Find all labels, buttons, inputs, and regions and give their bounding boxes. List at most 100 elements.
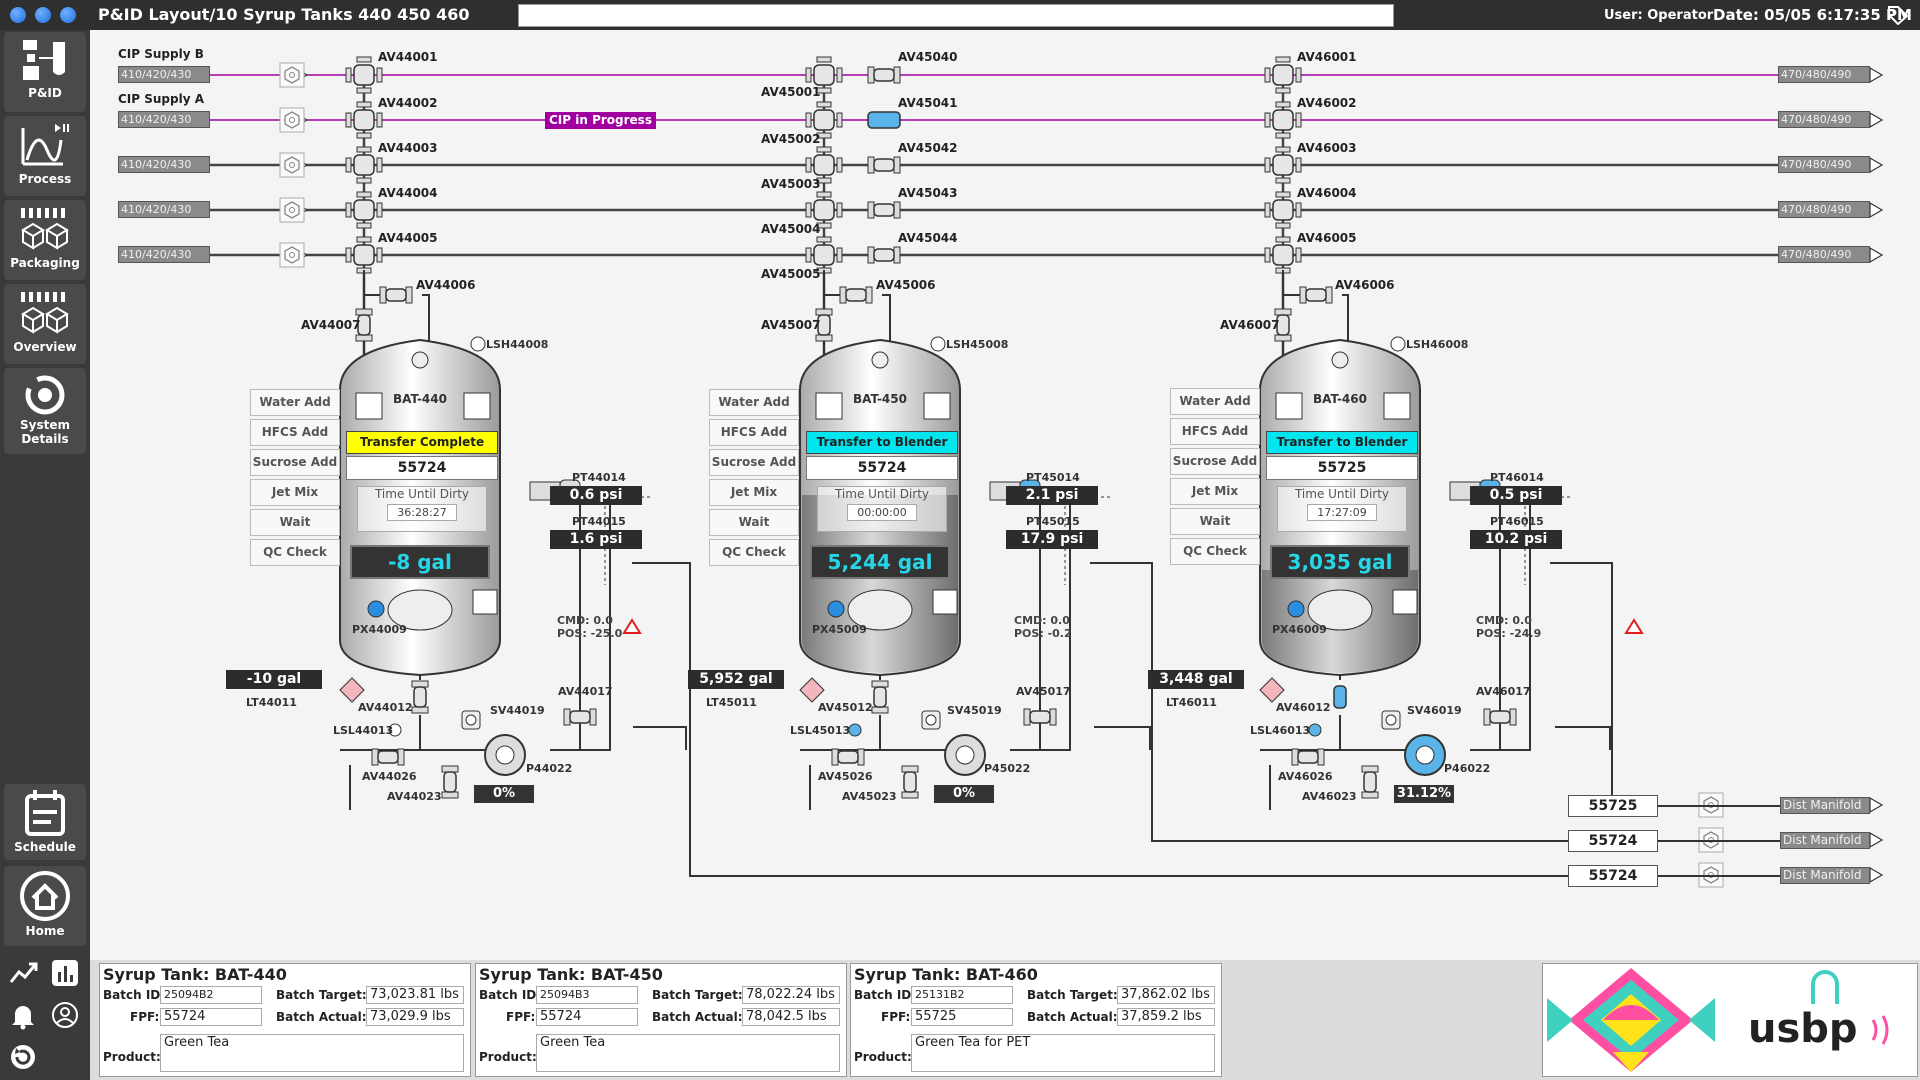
window-dot-icon[interactable] bbox=[60, 7, 76, 23]
valve-tag: AV44003 bbox=[378, 141, 438, 155]
step-button-hfcs-add[interactable]: HFCS Add bbox=[709, 419, 799, 446]
tank-name: BAT-440 bbox=[393, 392, 447, 406]
step-button-jet-mix[interactable]: Jet Mix bbox=[709, 479, 799, 506]
batch-target-field: 37,862.02 lbs bbox=[1117, 986, 1215, 1004]
system-details-icon bbox=[25, 375, 65, 415]
batch-target-field: 73,023.81 lbs bbox=[366, 986, 464, 1004]
sidebar-item-system-details[interactable]: System Details bbox=[4, 368, 86, 454]
pt-tag: PT46014 bbox=[1490, 471, 1544, 484]
pt-tag: PT45014 bbox=[1026, 471, 1080, 484]
step-button-qc-check[interactable]: QC Check bbox=[1170, 538, 1260, 565]
step-button-sucrose-add[interactable]: Sucrose Add bbox=[709, 449, 799, 476]
step-button-jet-mix[interactable]: Jet Mix bbox=[1170, 478, 1260, 505]
step-button-water-add[interactable]: Water Add bbox=[709, 389, 799, 416]
fpf-field: 55724 bbox=[160, 1008, 262, 1026]
dest-line-box[interactable]: 470/480/490 bbox=[1778, 111, 1870, 128]
usbp-logo-text: usbp bbox=[1748, 1006, 1858, 1052]
valve-tag: AV45005 bbox=[761, 267, 821, 281]
lsh-tag: LSH44008 bbox=[486, 338, 549, 351]
valve-tag: AV45026 bbox=[818, 770, 873, 783]
dist-manifold-box[interactable]: Dist Manifold bbox=[1780, 867, 1870, 884]
overview-icon bbox=[21, 292, 69, 334]
source-line-box[interactable]: 410/420/430 bbox=[118, 246, 210, 263]
px-tag: PX45009 bbox=[812, 623, 867, 636]
sidebar-item-label: Home bbox=[25, 924, 65, 938]
pump-tag: P45022 bbox=[984, 762, 1031, 775]
valve-tag: AV44001 bbox=[378, 50, 438, 64]
dest-line-box[interactable]: 470/480/490 bbox=[1778, 201, 1870, 218]
panel-title: Syrup Tank: BAT-460 bbox=[854, 965, 1038, 984]
window-dot-icon[interactable] bbox=[10, 7, 26, 23]
user-icon[interactable] bbox=[50, 1000, 80, 1030]
source-line-box[interactable]: 410/420/430 bbox=[118, 201, 210, 218]
dist-batch: 55725 bbox=[1568, 795, 1658, 817]
dist-batch: 55724 bbox=[1568, 865, 1658, 887]
sv-tag: SV44019 bbox=[490, 704, 545, 717]
step-button-qc-check[interactable]: QC Check bbox=[709, 539, 799, 566]
step-button-wait[interactable]: Wait bbox=[1170, 508, 1260, 535]
step-button-wait[interactable]: Wait bbox=[709, 509, 799, 536]
pid-icon bbox=[23, 40, 65, 80]
window-dot-icon[interactable] bbox=[35, 7, 51, 23]
pumps[interactable] bbox=[461, 710, 1446, 776]
lsh-tag: LSH46008 bbox=[1406, 338, 1469, 351]
valve-tag: AV45041 bbox=[898, 96, 958, 110]
step-button-hfcs-add[interactable]: HFCS Add bbox=[1170, 418, 1260, 445]
source-line-box[interactable]: 410/420/430 bbox=[118, 156, 210, 173]
trend-icon[interactable] bbox=[8, 958, 38, 988]
dist-batch: 55724 bbox=[1568, 830, 1658, 852]
batch-target-field: 78,022.24 lbs bbox=[742, 986, 840, 1004]
pump-tag: P44022 bbox=[526, 762, 573, 775]
valve-tag: AV45001 bbox=[761, 85, 821, 99]
batch-target-label: Batch Target: bbox=[276, 988, 367, 1002]
batch-id-label: Batch ID: bbox=[854, 988, 917, 1002]
sidebar-item-label: Packaging bbox=[10, 256, 80, 270]
sidebar-item-packaging[interactable]: Packaging bbox=[4, 200, 86, 280]
valve-tag: AV44012 bbox=[358, 701, 413, 714]
dist-manifold-box[interactable]: Dist Manifold bbox=[1780, 797, 1870, 814]
dest-line-box[interactable]: 470/480/490 bbox=[1778, 246, 1870, 263]
tank-volume: -8 gal bbox=[350, 545, 490, 579]
valve-tag: AV46005 bbox=[1297, 231, 1357, 245]
tud-value: 17:27:09 bbox=[1307, 504, 1377, 521]
bell-icon[interactable] bbox=[8, 1000, 38, 1030]
refresh-icon[interactable] bbox=[8, 1042, 38, 1072]
step-button-qc-check[interactable]: QC Check bbox=[250, 539, 340, 566]
step-button-water-add[interactable]: Water Add bbox=[250, 389, 340, 416]
step-button-sucrose-add[interactable]: Sucrose Add bbox=[250, 449, 340, 476]
panel-title: Syrup Tank: BAT-440 bbox=[103, 965, 287, 984]
step-button-wait[interactable]: Wait bbox=[250, 509, 340, 536]
valve-tag: AV45043 bbox=[898, 186, 958, 200]
product-field: Green Tea for PET bbox=[911, 1034, 1215, 1072]
step-button-water-add[interactable]: Water Add bbox=[1170, 388, 1260, 415]
bar-chart-icon[interactable] bbox=[50, 958, 80, 988]
sidebar-item-process[interactable]: Process bbox=[4, 116, 86, 196]
step-button-sucrose-add[interactable]: Sucrose Add bbox=[1170, 448, 1260, 475]
sidebar-item-schedule[interactable]: Schedule bbox=[4, 784, 86, 860]
step-button-jet-mix[interactable]: Jet Mix bbox=[250, 479, 340, 506]
tank-volume: 3,035 gal bbox=[1270, 545, 1410, 579]
level-value: 5,952 gal bbox=[688, 670, 784, 689]
dest-line-box[interactable]: 470/480/490 bbox=[1778, 66, 1870, 83]
pump-tag: P46022 bbox=[1444, 762, 1491, 775]
sidebar-item-pid[interactable]: P&ID bbox=[4, 32, 86, 112]
schedule-icon bbox=[25, 790, 65, 836]
batch-actual-label: Batch Actual: bbox=[1027, 1010, 1118, 1024]
tag-icon[interactable] bbox=[1887, 5, 1909, 25]
title-input-box bbox=[518, 4, 1394, 27]
tank-status: Transfer to Blender bbox=[1266, 431, 1418, 454]
source-line-box[interactable]: 410/420/430 bbox=[118, 66, 210, 83]
header-valves[interactable] bbox=[345, 56, 1302, 274]
dist-manifold-box[interactable]: Dist Manifold bbox=[1780, 832, 1870, 849]
source-line-box[interactable]: 410/420/430 bbox=[118, 111, 210, 128]
sidebar-item-home[interactable]: Home bbox=[4, 866, 86, 946]
packaging-icon bbox=[21, 208, 69, 250]
valve-tag: AV46026 bbox=[1278, 770, 1333, 783]
step-button-hfcs-add[interactable]: HFCS Add bbox=[250, 419, 340, 446]
sidebar-item-overview[interactable]: Overview bbox=[4, 284, 86, 364]
pump-speed: 0% bbox=[934, 785, 994, 803]
valve-tag: AV44017 bbox=[558, 685, 613, 698]
dest-line-box[interactable]: 470/480/490 bbox=[1778, 156, 1870, 173]
cmd-text: CMD: 0.0 bbox=[557, 614, 613, 627]
